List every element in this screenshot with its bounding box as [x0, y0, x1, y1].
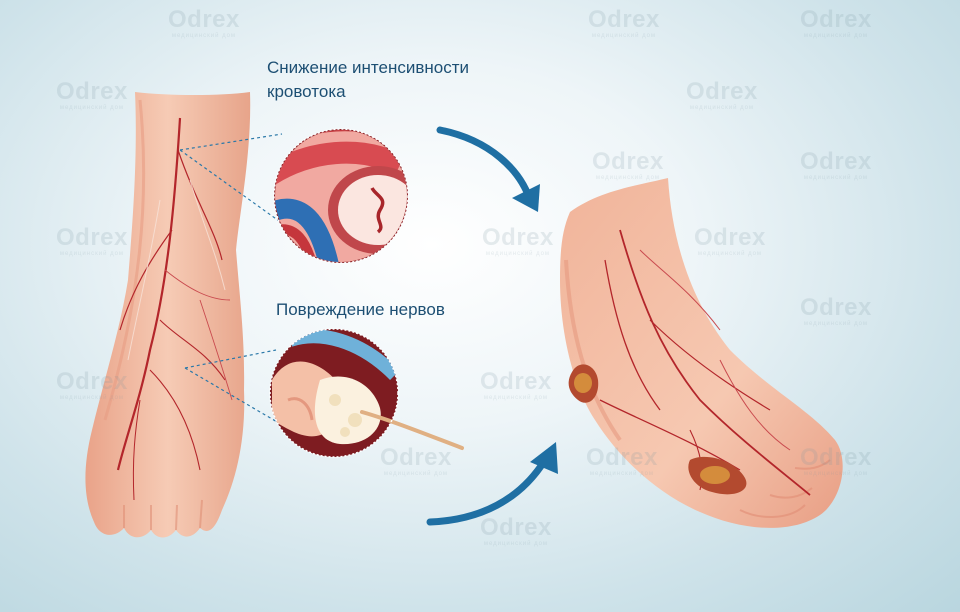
- curved-arrow-icon: [426, 442, 558, 526]
- nerve-damage-label: Повреждение нервов: [276, 300, 445, 319]
- blood-vessel-cross-section-icon: [273, 128, 409, 264]
- diabetic-foot-illustration: [560, 178, 843, 528]
- blood-flow-label: Снижение интенсивности кровотока: [267, 56, 469, 104]
- curved-arrow-icon: [436, 126, 540, 212]
- blood-flow-label-line2: кровотока: [267, 82, 346, 101]
- nerve-damage-icon: [269, 328, 464, 458]
- healthy-foot-illustration: [85, 92, 251, 538]
- blood-flow-label-line1: Снижение интенсивности: [267, 58, 470, 77]
- connector-lines: [179, 133, 287, 427]
